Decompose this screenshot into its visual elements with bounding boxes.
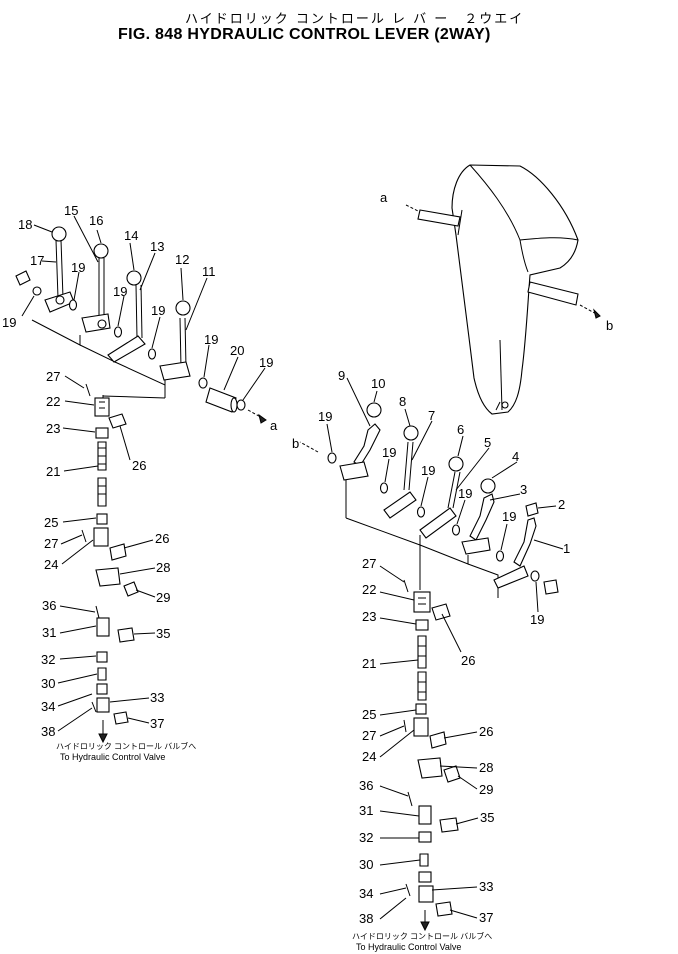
callout: 10 <box>371 376 385 391</box>
callout: 24 <box>44 557 58 572</box>
callout: 38 <box>359 911 373 926</box>
callout: 14 <box>124 228 138 243</box>
callout: 21 <box>46 464 60 479</box>
callout: 22 <box>362 582 376 597</box>
callout: 27 <box>46 369 60 384</box>
callout: 37 <box>150 716 164 731</box>
callout: 21 <box>362 656 376 671</box>
callout: 17 <box>30 253 44 268</box>
callout: 33 <box>150 690 164 705</box>
callout: 34 <box>359 886 373 901</box>
arrow-label-b-top: b <box>606 318 613 333</box>
right-callouts: 9 10 8 7 6 5 4 19 19 19 3 2 19 19 1 19 2… <box>318 368 570 926</box>
callout: 19 <box>151 303 165 318</box>
callout: 7 <box>428 408 435 423</box>
console-housing <box>405 164 601 415</box>
left-caption-japanese: ハイドロリック コントロール バルブへ <box>56 741 196 751</box>
callout: 35 <box>480 810 494 825</box>
arrow-label-b-right: b <box>292 436 299 451</box>
leader-lines <box>21 215 564 920</box>
callout: 4 <box>512 449 519 464</box>
callout: 27 <box>362 728 376 743</box>
callout: 19 <box>382 445 396 460</box>
callout: 30 <box>41 676 55 691</box>
callout: 19 <box>530 612 544 627</box>
callout: 19 <box>71 260 85 275</box>
callout: 19 <box>204 332 218 347</box>
callout: 27 <box>362 556 376 571</box>
callout: 26 <box>461 653 475 668</box>
callout: 28 <box>479 760 493 775</box>
arrow-label-a-top: a <box>380 190 388 205</box>
callout: 30 <box>359 857 373 872</box>
callout: 6 <box>457 422 464 437</box>
callout: 35 <box>156 626 170 641</box>
callout: 23 <box>46 421 60 436</box>
callout: 2 <box>558 497 565 512</box>
callout: 36 <box>359 778 373 793</box>
callout: 8 <box>399 394 406 409</box>
callout: 9 <box>338 368 345 383</box>
left-lever-assembly <box>15 226 267 744</box>
callout: 12 <box>175 252 189 267</box>
callout: 11 <box>202 264 216 279</box>
callout: 19 <box>2 315 16 330</box>
callout: 31 <box>42 625 56 640</box>
callout: 33 <box>479 879 493 894</box>
callout: 24 <box>362 749 376 764</box>
right-lever-assembly <box>299 402 559 932</box>
callout: 18 <box>18 217 32 232</box>
callout: 26 <box>155 531 169 546</box>
arrow-label-a-left: a <box>270 418 278 433</box>
callout: 34 <box>41 699 55 714</box>
callout: 25 <box>44 515 58 530</box>
callout: 29 <box>479 782 493 797</box>
callout: 28 <box>156 560 170 575</box>
right-caption-japanese: ハイドロリック コントロール バルブへ <box>352 931 492 941</box>
callout: 36 <box>42 598 56 613</box>
callout: 19 <box>458 486 472 501</box>
callout: 20 <box>230 343 244 358</box>
callout: 13 <box>150 239 164 254</box>
title-japanese: ハイドロリック コントロール レ バ ー ２ウエイ <box>185 12 525 27</box>
callout: 37 <box>479 910 493 925</box>
callout: 19 <box>113 284 127 299</box>
callout: 32 <box>359 830 373 845</box>
callout: 29 <box>156 590 170 605</box>
callout: 32 <box>41 652 55 667</box>
callout: 19 <box>259 355 273 370</box>
callout: 19 <box>318 409 332 424</box>
left-callouts: 18 15 16 14 13 17 19 19 12 11 19 19 19 2… <box>2 203 273 739</box>
callout: 23 <box>362 609 376 624</box>
callout: 1 <box>563 541 570 556</box>
callout: 27 <box>44 536 58 551</box>
callout: 31 <box>359 803 373 818</box>
left-caption-english: To Hydraulic Control Valve <box>60 752 165 762</box>
right-caption-english: To Hydraulic Control Valve <box>356 942 461 952</box>
callout: 38 <box>41 724 55 739</box>
callout: 3 <box>520 482 527 497</box>
callout: 19 <box>421 463 435 478</box>
callout: 25 <box>362 707 376 722</box>
callout: 15 <box>64 203 78 218</box>
callout: 5 <box>484 435 491 450</box>
callout: 19 <box>502 509 516 524</box>
callout: 22 <box>46 394 60 409</box>
title-english: FIG. 848 HYDRAULIC CONTROL LEVER (2WAY) <box>118 26 491 43</box>
callout: 26 <box>479 724 493 739</box>
callout: 26 <box>132 458 146 473</box>
callout: 16 <box>89 213 103 228</box>
